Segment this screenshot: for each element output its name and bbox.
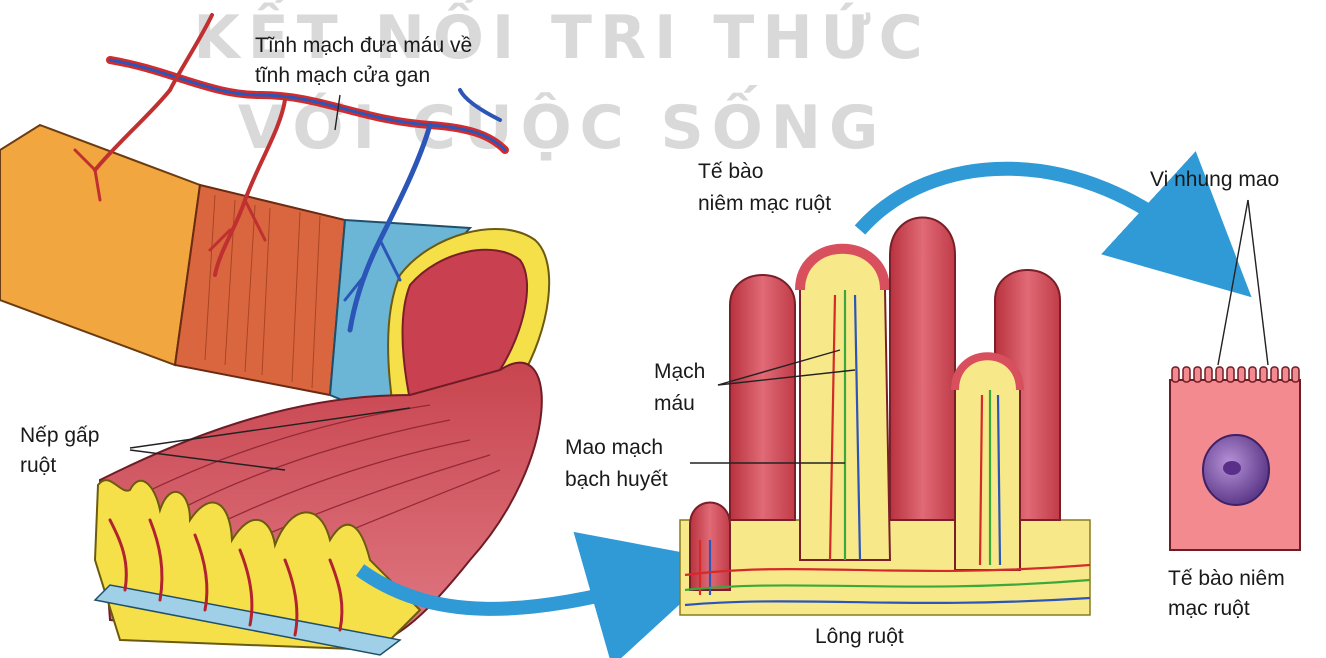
epithelial-cell — [1170, 367, 1300, 550]
intestine-tube — [0, 125, 549, 655]
label-mucosa-line1: Tế bào — [698, 160, 763, 183]
label-villi: Lông ruột — [815, 625, 904, 648]
villi-section — [680, 218, 1090, 616]
label-blood-vessel-line2: máu — [654, 392, 695, 415]
label-folds-line1: Nếp gấp — [20, 424, 99, 447]
villus-back-left — [730, 275, 795, 520]
villus-back-center — [890, 218, 955, 521]
label-microvilli: Vi nhung mao — [1150, 168, 1279, 191]
label-mucosa-line2: niêm mạc ruột — [698, 192, 831, 215]
label-vein-line1: Tĩnh mạch đưa máu về — [255, 34, 472, 57]
label-lymph-line1: Mao mạch — [565, 436, 663, 459]
label-cell-line1: Tế bào niêm — [1168, 567, 1285, 590]
label-cell-line2: mạc ruột — [1168, 597, 1250, 620]
label-lymph-line2: bạch huyết — [565, 468, 668, 491]
label-blood-vessel-line1: Mạch — [654, 360, 705, 383]
label-vein-line2: tĩnh mạch cửa gan — [255, 64, 430, 87]
watermark-line2: VỚI CUỘC SỐNG — [238, 84, 886, 163]
tube-outer-layer — [0, 125, 200, 365]
label-folds-line2: ruột — [20, 454, 56, 477]
cell-nucleolus — [1223, 461, 1241, 475]
villus-cut-right — [955, 356, 1020, 570]
